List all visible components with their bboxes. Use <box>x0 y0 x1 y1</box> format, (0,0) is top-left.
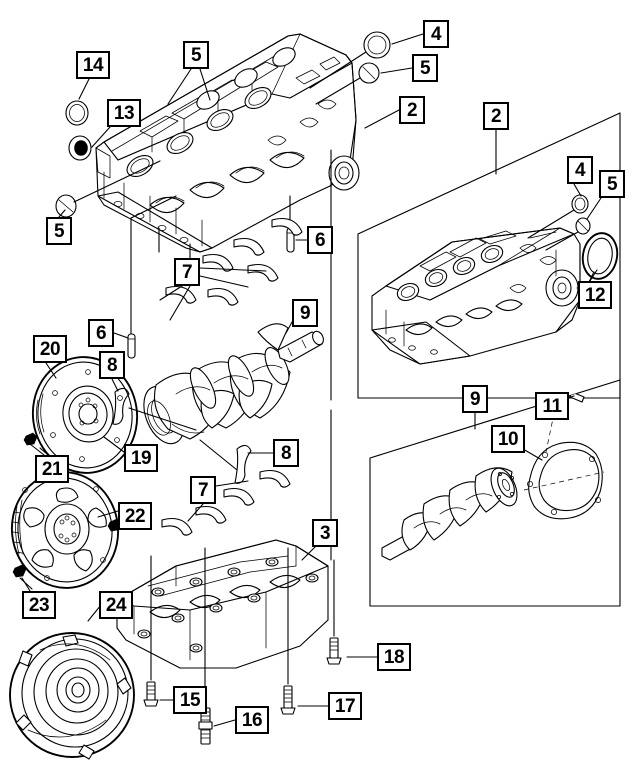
part-19-crankshaft-sprocket <box>147 400 171 436</box>
callout-11[interactable]: 11 <box>535 392 569 420</box>
callout-9-inset[interactable]: 9 <box>462 385 488 413</box>
callout-2-main[interactable]: 2 <box>399 96 425 124</box>
callout-10[interactable]: 10 <box>491 425 525 453</box>
callout-5-deck[interactable]: 5 <box>183 41 209 69</box>
part-5-core-plug-top <box>315 62 380 105</box>
part-15-bedplate-bolt-short <box>143 555 159 707</box>
bearing-shell <box>202 253 234 272</box>
callout-9-main[interactable]: 9 <box>292 299 318 327</box>
bearing-shell <box>223 487 255 506</box>
bearing-shell <box>207 287 239 306</box>
part-5-core-plug-inset <box>545 217 591 251</box>
callout-23[interactable]: 23 <box>22 591 56 619</box>
callout-8-lower[interactable]: 8 <box>273 439 299 467</box>
callout-22[interactable]: 22 <box>118 502 152 530</box>
callout-18[interactable]: 18 <box>377 643 411 671</box>
callout-4-inset[interactable]: 4 <box>567 156 593 184</box>
part-3-bedplate <box>116 539 329 669</box>
callout-12[interactable]: 12 <box>578 281 612 309</box>
part-4-core-plug-top <box>309 31 391 89</box>
callout-24[interactable]: 24 <box>99 591 133 619</box>
callout-19[interactable]: 19 <box>124 444 158 472</box>
crankshaft-inset <box>381 467 518 561</box>
crankshaft-seal-inset-panel <box>369 379 621 607</box>
callout-3[interactable]: 3 <box>312 519 338 547</box>
callout-20[interactable]: 20 <box>33 335 67 363</box>
bearing-shell <box>233 237 265 256</box>
callout-5-inset[interactable]: 5 <box>599 170 625 198</box>
bearing-shell <box>259 469 291 488</box>
callout-15[interactable]: 15 <box>173 686 207 714</box>
bearing-shell <box>247 263 279 282</box>
part-12-rear-seal-ring <box>576 232 619 289</box>
callout-17[interactable]: 17 <box>328 692 362 720</box>
part-10-rear-crankshaft-seal <box>515 441 603 520</box>
part-6-dowel-pin-lower <box>127 195 177 359</box>
callout-8-upper[interactable]: 8 <box>99 351 125 379</box>
bearing-shell <box>161 517 193 536</box>
callout-4-top[interactable]: 4 <box>423 20 449 48</box>
callout-5-left[interactable]: 5 <box>46 217 72 245</box>
main-bearing-shells-upper <box>165 217 303 306</box>
callout-7-lower[interactable]: 7 <box>190 476 216 504</box>
callout-21[interactable]: 21 <box>35 455 69 483</box>
part-13-oil-gallery-plug <box>68 135 92 161</box>
part-18-bedplate-bolt-long <box>326 559 342 665</box>
callout-2-inset[interactable]: 2 <box>483 102 509 130</box>
part-8-thrust-washer-lower <box>199 439 263 484</box>
part-14-camshaft-bore-plug <box>65 100 89 126</box>
cylinder-block-main <box>95 33 360 253</box>
part-17-bedplate-bolt-medium <box>280 547 296 715</box>
callout-leaders <box>21 33 602 727</box>
bearing-shell <box>165 285 197 304</box>
callout-6-upper[interactable]: 6 <box>307 226 333 254</box>
callout-16[interactable]: 16 <box>235 706 269 734</box>
callout-6-lower[interactable]: 6 <box>88 319 114 347</box>
part-5-core-plug-left <box>55 160 161 218</box>
callout-14[interactable]: 14 <box>76 51 110 79</box>
main-bearing-shells-lower <box>161 469 291 536</box>
crankshaft-main <box>143 323 324 445</box>
callout-13[interactable]: 13 <box>107 99 141 127</box>
bearing-shell <box>195 505 227 524</box>
part-21-flywheel-bolt <box>23 432 45 456</box>
bearing-shell <box>271 217 303 236</box>
callout-7-upper[interactable]: 7 <box>174 258 200 286</box>
part-24-torque-converter <box>9 632 135 760</box>
part-20-flywheel <box>31 356 139 474</box>
callout-5-top[interactable]: 5 <box>412 54 438 82</box>
